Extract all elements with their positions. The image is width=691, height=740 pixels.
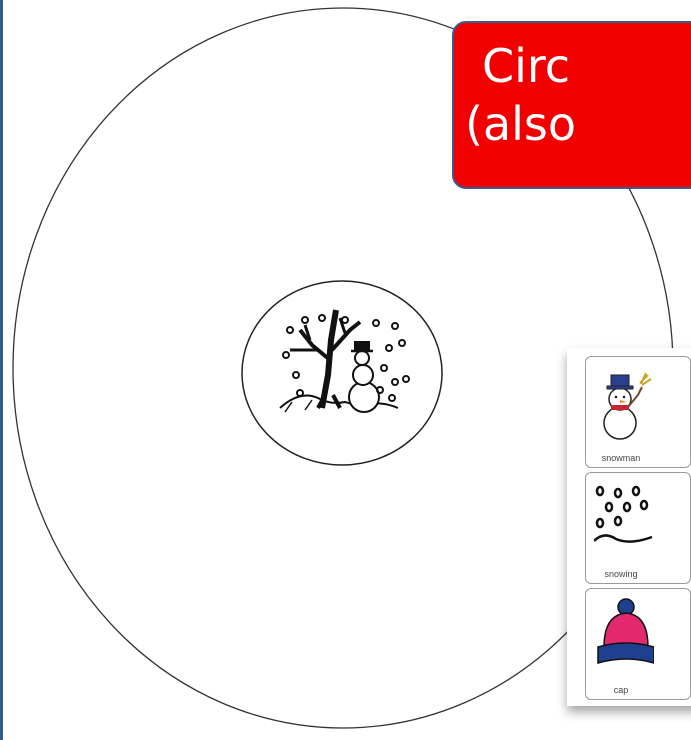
card-label: snowman xyxy=(586,453,656,463)
snowman-icon xyxy=(594,365,654,445)
card-snowing: snowing xyxy=(585,472,691,584)
title-box: Circ (also xyxy=(452,21,691,189)
title-line-2: (also xyxy=(465,95,691,153)
card-label: cap xyxy=(586,685,656,695)
title-line-1: Circ xyxy=(482,37,691,95)
card-snowman: snowman xyxy=(585,356,691,468)
winter-cap-icon xyxy=(594,597,654,677)
card-cap: cap xyxy=(585,588,691,700)
card-label: snowing xyxy=(586,569,656,579)
inner-circle xyxy=(242,281,442,465)
snowing-icon xyxy=(594,481,654,561)
picture-cards-panel: snowman snowing cap xyxy=(567,348,691,706)
